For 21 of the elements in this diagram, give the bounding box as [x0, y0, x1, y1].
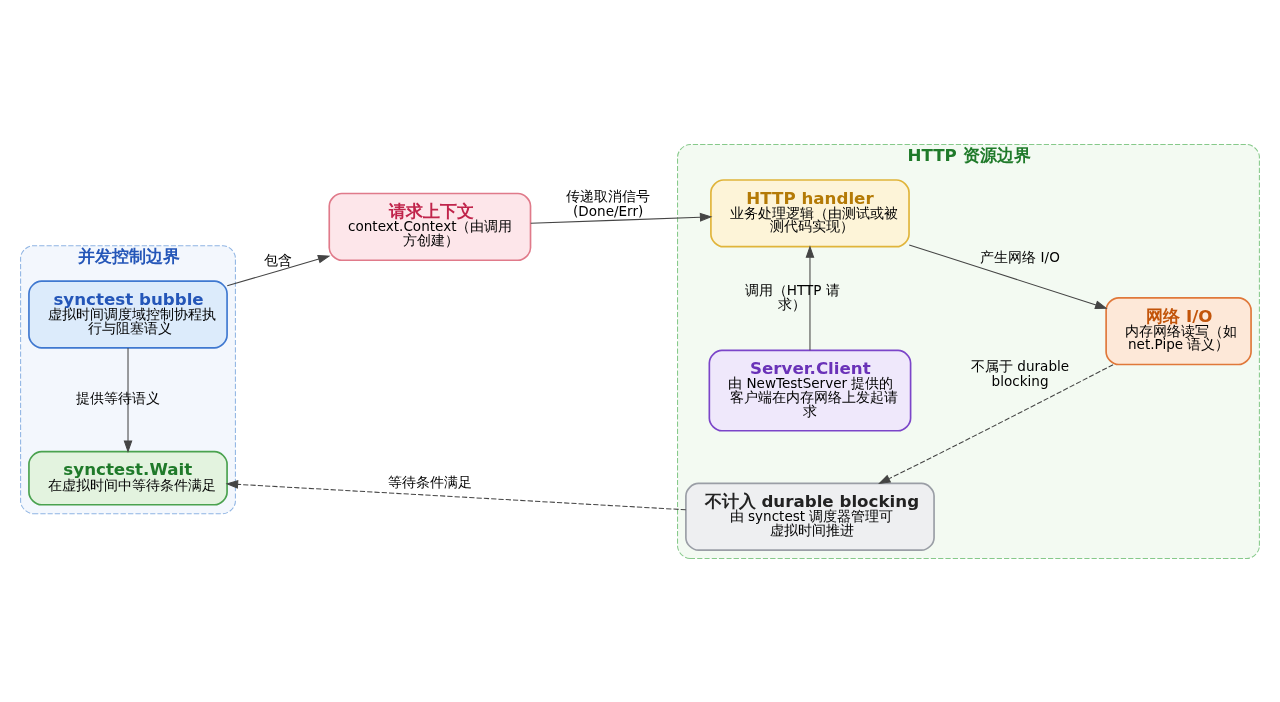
node-box: HTTP handler 业务处理逻辑（由测试或被测代码实现）	[710, 178, 910, 248]
node-box: synctest bubble 虚拟时间调度域控制协程执行与阻塞语义	[28, 279, 228, 349]
edge-label: 产生网络 I/O	[980, 248, 1060, 265]
node-box: synctest.Wait 在虚拟时间中等待条件满足	[28, 450, 228, 506]
edge-label: 调用（HTTP 请求）	[744, 281, 840, 312]
node-box: 请求上下文 context.Context（由调用方创建）	[328, 192, 532, 261]
node-box: 不计入 durable blocking 由 synctest 调度器管理可虚拟时间推进	[685, 482, 935, 551]
edge-label: 包含	[264, 251, 293, 268]
edge-label: 不属于 durable blocking	[971, 357, 1070, 389]
arrow	[225, 479, 687, 510]
node-box: Server.Client 由 NewTestServer 提供的客户端在内存网络上发起请求	[708, 349, 912, 432]
edge-label: 传递取消信号 (Done/Err)	[566, 187, 651, 219]
arrow	[805, 244, 815, 351]
arrow	[123, 346, 133, 453]
edge-label: 等待条件满足	[387, 473, 472, 490]
arrow	[226, 254, 331, 286]
arrow	[530, 212, 713, 224]
arrow	[878, 363, 1114, 484]
node-box: 网络 I/O 内存网络读写（如 net.Pipe 语义）	[1105, 296, 1252, 365]
edge-label: 提供等待语义	[75, 389, 160, 406]
arrow	[908, 243, 1108, 309]
